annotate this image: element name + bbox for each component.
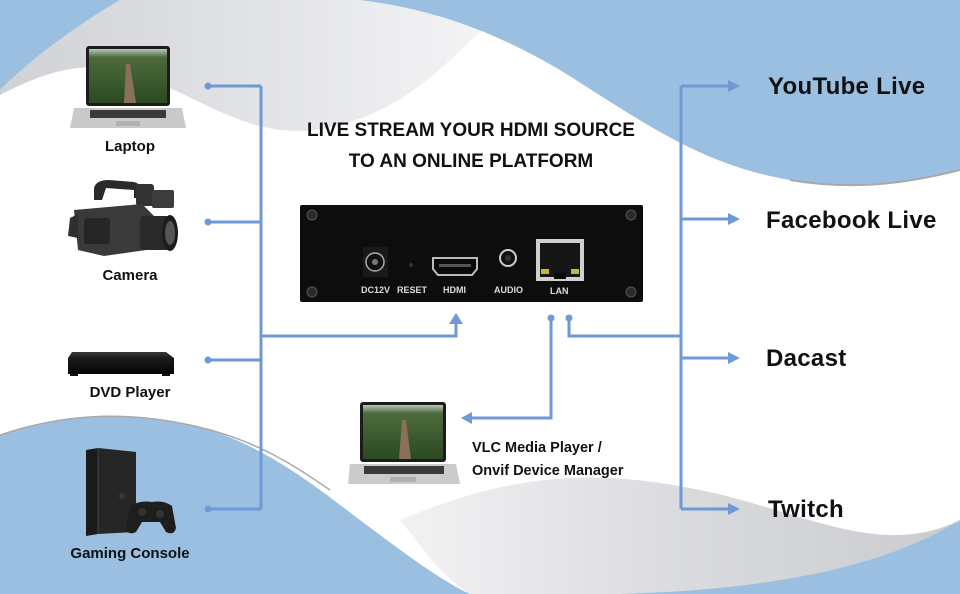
wave-bottom-gray	[400, 477, 960, 594]
source-label-camera: Camera	[102, 267, 158, 284]
connector-lan-to-vlc	[472, 318, 553, 420]
port-label-dc12v: DC12V	[361, 285, 391, 295]
dvd-player-icon	[68, 352, 174, 376]
screw-icon	[625, 209, 637, 221]
connector-lan-to-platforms	[567, 318, 681, 338]
camera-icon	[68, 180, 178, 256]
port-label-hdmi: HDMI	[443, 285, 466, 295]
port-label-audio: AUDIO	[494, 285, 523, 295]
wave-top-left	[0, 0, 120, 90]
source-label-laptop: Laptop	[105, 138, 155, 155]
local-viewer-line-1: VLC Media Player /	[472, 440, 602, 456]
arrow-twitch	[728, 503, 740, 515]
reset-button	[409, 263, 413, 267]
screw-icon	[625, 286, 637, 298]
device-ports	[306, 209, 637, 298]
arrow-youtube	[728, 80, 740, 92]
destination-dacast: Dacast	[766, 345, 847, 372]
destination-youtube-live: YouTube Live	[768, 73, 926, 100]
hdmi-encoder-device: DC12V RESET HDMI AUDIO LAN	[300, 205, 643, 302]
source-label-gaming-console: Gaming Console	[70, 545, 190, 562]
page-title: LIVE STREAM YOUR HDMI SOURCE TO AN ONLIN…	[261, 115, 681, 177]
laptop-icon	[70, 46, 186, 128]
arrow-up-hdmi	[449, 313, 463, 324]
gaming-console-icon	[86, 448, 176, 536]
connector-to-hdmi	[261, 322, 458, 338]
arrow-left-vlc	[461, 412, 472, 424]
title-line-2: TO AN ONLINE PLATFORM	[348, 151, 594, 172]
arrow-dacast	[728, 352, 740, 364]
viewer-laptop-icon	[348, 402, 460, 484]
wave-bottom-right	[620, 520, 960, 594]
local-viewer-line-2: Onvif Device Manager	[472, 463, 624, 479]
local-viewer-label: VLC Media Player / Onvif Device Manager	[472, 437, 624, 483]
source-label-dvd-player: DVD Player	[89, 384, 171, 401]
title-line-1: LIVE STREAM YOUR HDMI SOURCE	[307, 120, 635, 141]
destination-twitch: Twitch	[768, 496, 845, 523]
screw-icon	[306, 286, 318, 298]
port-label-lan: LAN	[550, 286, 569, 296]
wave-top-right	[360, 0, 960, 186]
destination-facebook-live: Facebook Live	[766, 207, 937, 234]
screw-icon	[306, 209, 318, 221]
port-label-reset: RESET	[397, 285, 428, 295]
wave-top-gray	[0, 0, 520, 131]
arrow-facebook	[728, 213, 740, 225]
